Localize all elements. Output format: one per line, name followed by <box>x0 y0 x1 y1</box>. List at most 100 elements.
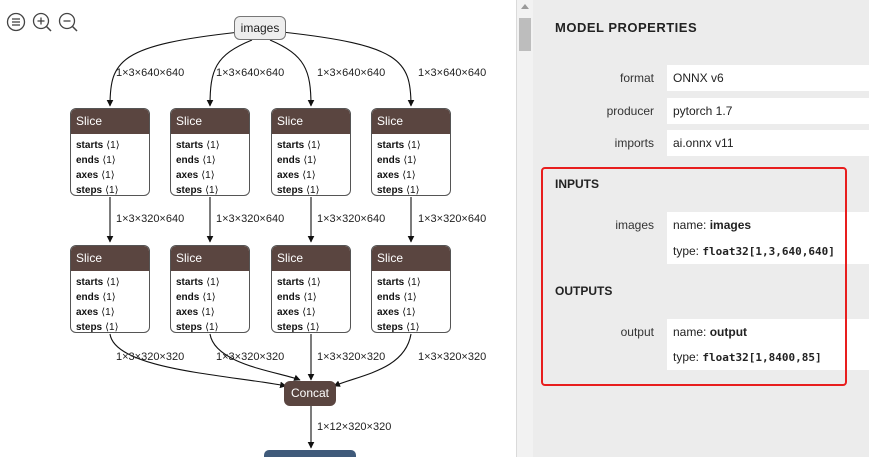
slice-node[interactable]: Slice starts⟨1⟩ ends⟨1⟩ axes⟨1⟩ steps⟨1⟩ <box>70 108 150 196</box>
attr-value: ⟨1⟩ <box>206 140 220 151</box>
edge-label: 1×3×320×640 <box>216 213 285 225</box>
attr-name: axes <box>176 170 199 181</box>
attr-name: steps <box>377 322 404 333</box>
attr-name: ends <box>277 155 301 166</box>
attr-name: axes <box>277 170 300 181</box>
graph-edges <box>106 31 415 449</box>
attr-value: ⟨1⟩ <box>406 322 420 333</box>
attr-name: starts <box>277 277 305 288</box>
edge-label: 1×3×320×320 <box>418 351 487 363</box>
zoom-in-icon <box>32 12 52 32</box>
input-type-field: type: float32[1,3,640,640] <box>667 238 869 264</box>
slice-node[interactable]: Slice starts⟨1⟩ ends⟨1⟩ axes⟨1⟩ steps⟨1⟩ <box>371 245 451 333</box>
attr-value: ⟨1⟩ <box>402 307 416 318</box>
attr-value: ⟨1⟩ <box>302 170 316 181</box>
attr-value: ⟨1⟩ <box>402 170 416 181</box>
attr-name: ends <box>76 155 100 166</box>
prop-label-imports: imports <box>614 136 654 150</box>
attr-name: starts <box>76 140 104 151</box>
name-key: name: <box>673 325 707 339</box>
graph-canvas[interactable]: images 1×3×640×640 1×3×640×640 1×3×640×6… <box>0 0 516 457</box>
edge-label: 1×3×640×640 <box>116 67 185 79</box>
slice-node[interactable]: Slice starts⟨1⟩ ends⟨1⟩ axes⟨1⟩ steps⟨1⟩ <box>271 245 351 333</box>
attr-name: axes <box>176 307 199 318</box>
concat-node[interactable]: Concat <box>284 381 336 406</box>
node-op-type: Slice <box>272 246 350 271</box>
attr-value: ⟨1⟩ <box>403 155 417 166</box>
prop-value-producer: pytorch 1.7 <box>667 98 869 124</box>
graph-input-node[interactable]: images <box>234 16 286 40</box>
next-node[interactable] <box>264 450 356 457</box>
edge-label: 1×3×640×640 <box>216 67 285 79</box>
node-op-type: Slice <box>71 109 149 134</box>
zoom-in-button[interactable] <box>32 12 52 32</box>
type-key: type: <box>673 244 700 258</box>
attr-value: ⟨1⟩ <box>307 277 321 288</box>
scrollbar[interactable] <box>517 0 533 457</box>
menu-button[interactable] <box>6 12 26 32</box>
attr-value: ⟨1⟩ <box>306 185 320 196</box>
attr-value: ⟨1⟩ <box>201 307 215 318</box>
attr-value: ⟨1⟩ <box>105 185 119 196</box>
attr-value: ⟨1⟩ <box>106 140 120 151</box>
attr-value: ⟨1⟩ <box>205 322 219 333</box>
zoom-out-icon <box>58 12 78 32</box>
outputs-section-title: OUTPUTS <box>555 284 613 298</box>
output-name-field: name: output <box>667 319 869 345</box>
attr-value: ⟨1⟩ <box>406 185 420 196</box>
input-name-field: name: images <box>667 212 869 238</box>
attr-value: ⟨1⟩ <box>307 140 321 151</box>
edge-label: 1×3×640×640 <box>317 67 386 79</box>
edge-label: 1×3×320×320 <box>317 351 386 363</box>
attr-name: starts <box>377 140 405 151</box>
attr-value: ⟨1⟩ <box>306 322 320 333</box>
type-key: type: <box>673 350 700 364</box>
attr-value: ⟨1⟩ <box>302 307 316 318</box>
slice-node[interactable]: Slice starts⟨1⟩ ends⟨1⟩ axes⟨1⟩ steps⟨1⟩ <box>271 108 351 196</box>
attr-value: ⟨1⟩ <box>105 322 119 333</box>
scroll-thumb[interactable] <box>519 18 531 51</box>
scroll-up-icon[interactable] <box>521 4 529 9</box>
attr-name: starts <box>377 277 405 288</box>
slice-node[interactable]: Slice starts⟨1⟩ ends⟨1⟩ axes⟨1⟩ steps⟨1⟩ <box>371 108 451 196</box>
attr-name: steps <box>176 322 203 333</box>
node-op-type: Slice <box>71 246 149 271</box>
attr-name: axes <box>377 170 400 181</box>
panel-title: MODEL PROPERTIES <box>555 20 698 35</box>
node-op-type: Slice <box>272 109 350 134</box>
attr-value: ⟨1⟩ <box>102 292 116 303</box>
slice-node[interactable]: Slice starts⟨1⟩ ends⟨1⟩ axes⟨1⟩ steps⟨1⟩ <box>170 108 250 196</box>
input-type: float32[1,3,640,640] <box>702 245 835 258</box>
edge-label: 1×3×320×640 <box>116 213 185 225</box>
attr-name: steps <box>76 322 103 333</box>
attr-name: steps <box>176 185 203 196</box>
hamburger-menu-icon <box>6 12 26 32</box>
input-name: images <box>709 218 752 232</box>
output-label: output <box>620 325 654 339</box>
prop-value-format: ONNX v6 <box>667 65 869 91</box>
inputs-section-title: INPUTS <box>555 177 600 191</box>
slice-node[interactable]: Slice starts⟨1⟩ ends⟨1⟩ axes⟨1⟩ steps⟨1⟩ <box>70 245 150 333</box>
attr-name: steps <box>76 185 103 196</box>
attr-name: ends <box>377 292 401 303</box>
node-op-type: Slice <box>372 109 450 134</box>
attr-name: starts <box>277 140 305 151</box>
attr-name: ends <box>377 155 401 166</box>
output-type-field: type: float32[1,8400,85] <box>667 344 869 370</box>
attr-name: starts <box>176 140 204 151</box>
attr-name: starts <box>176 277 204 288</box>
model-properties-panel: MODEL PROPERTIES format ONNX v6 producer… <box>516 0 869 457</box>
slice-node[interactable]: Slice starts⟨1⟩ ends⟨1⟩ axes⟨1⟩ steps⟨1⟩ <box>170 245 250 333</box>
attr-name: axes <box>76 170 99 181</box>
node-op-type: Slice <box>171 109 249 134</box>
attr-name: axes <box>76 307 99 318</box>
zoom-out-button[interactable] <box>58 12 78 32</box>
attr-value: ⟨1⟩ <box>201 170 215 181</box>
attr-value: ⟨1⟩ <box>205 185 219 196</box>
attr-name: axes <box>377 307 400 318</box>
edge-label: 1×3×320×640 <box>317 213 386 225</box>
edge-label: 1×3×640×640 <box>418 67 487 79</box>
attr-name: starts <box>76 277 104 288</box>
name-key: name: <box>673 218 707 232</box>
attr-value: ⟨1⟩ <box>407 277 421 288</box>
